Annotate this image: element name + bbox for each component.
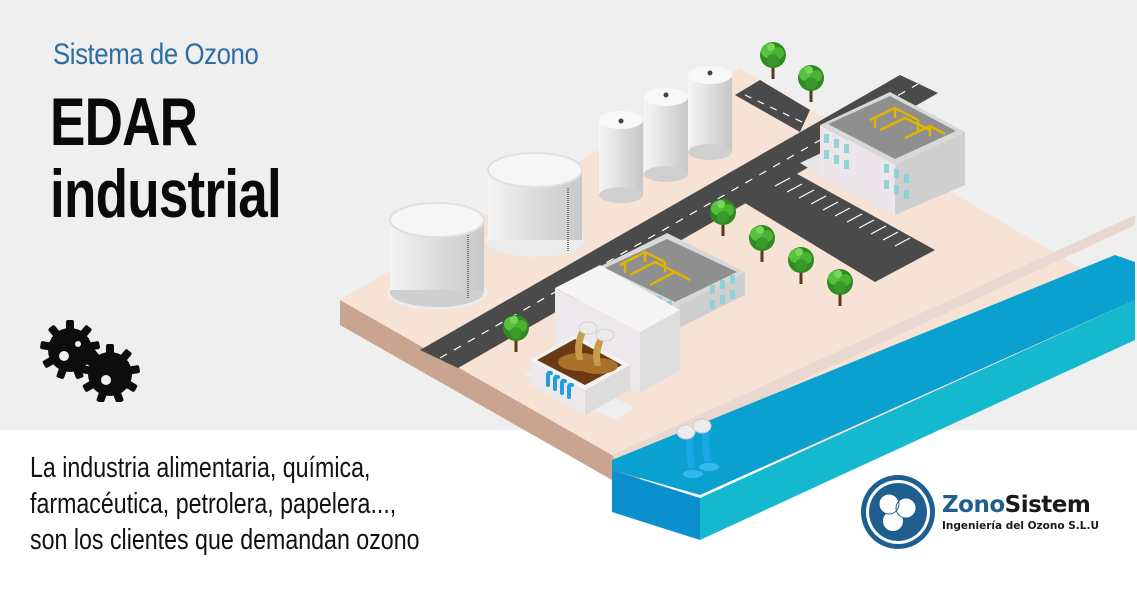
description-text: La industria alimentaria, química, farma…: [30, 450, 420, 558]
subtitle: Sistema de Ozono: [53, 38, 259, 71]
description-line-2: farmacéutica, petrolera, papelera...,: [30, 488, 397, 520]
title-line-2: industrial: [50, 156, 282, 232]
silo-1: [599, 111, 643, 203]
description-line-3: son los clientes que demandan ozono: [30, 524, 420, 556]
parking-lot: [740, 170, 935, 282]
description-line-1: La industria alimentaria, química,: [30, 452, 371, 484]
title-line-1: EDAR: [50, 84, 198, 160]
river-front: [612, 470, 700, 540]
river-top: [612, 255, 1135, 495]
zonosistem-logo: ZonoSistem Ingeniería del Ozono S.L.U: [860, 474, 1099, 550]
storage-tank-1: [387, 202, 487, 310]
building-upper: [800, 92, 965, 215]
storage-tank-2: [485, 152, 585, 257]
gears-icon: [40, 320, 140, 402]
logo-tagline: Ingeniería del Ozono S.L.U: [942, 520, 1099, 532]
outflow-pipe-icon: [676, 418, 719, 478]
silo-2: [644, 88, 688, 182]
river-side: [700, 300, 1135, 540]
ground-side: [340, 300, 612, 480]
page-title: EDAR industrial: [50, 84, 282, 232]
silo-3: [688, 66, 732, 160]
sludge-basin-icon: [525, 321, 635, 420]
logo-mark-icon: [861, 475, 935, 549]
logo-name: ZonoSistem: [942, 492, 1091, 518]
